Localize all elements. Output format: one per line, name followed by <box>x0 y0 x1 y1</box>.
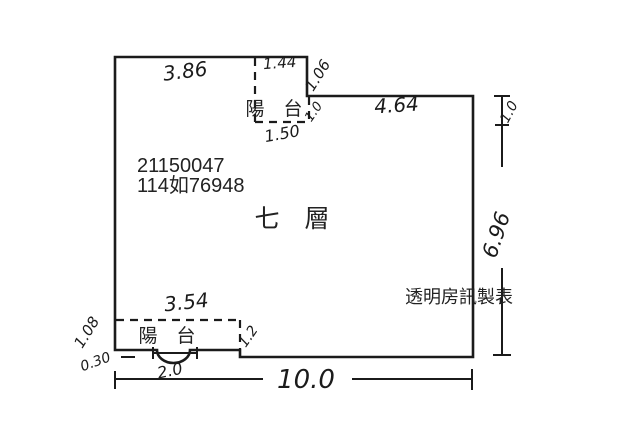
dim-label-top-balcony-depth: 1.0 <box>302 99 326 125</box>
balcony-bottom-dashed-edge <box>116 318 242 349</box>
publisher-credit: 透明房訊製表 <box>405 287 513 307</box>
dim-label-top-balcony-bottom: 1.50 <box>263 121 301 146</box>
floor-label: 七 層 <box>254 205 329 233</box>
dim-label-bottom-left-offset: 0.30 <box>78 349 113 375</box>
document-number: 114如76948 <box>137 174 245 197</box>
dim-label-total-width: 10.0 <box>277 365 335 395</box>
balcony-top-dashed-edge <box>253 58 311 124</box>
balcony-top-label: 陽 台 <box>245 98 302 120</box>
balcony-bottom-label: 陽 台 <box>138 325 195 347</box>
dim-label-bottom-balcony-width: 3.54 <box>163 288 210 317</box>
dim-label-bottom-balcony-left-depth: 1.08 <box>70 313 103 351</box>
dim-label-right-upper-height: 1.0 <box>497 98 522 125</box>
registry-number: 21150047 <box>137 155 225 177</box>
dimension-line-bottom <box>114 369 473 390</box>
dim-label-right-main-height: 6.96 <box>478 209 515 261</box>
dim-label-bottom-arc-width: 2.0 <box>155 359 184 383</box>
dim-label-top-left-width: 3.86 <box>162 56 209 85</box>
dim-label-top-balcony-width: 1.44 <box>262 53 297 73</box>
dim-label-top-right-width: 4.64 <box>373 91 419 118</box>
dimension-line-right <box>493 95 511 356</box>
dimension-line-arc <box>121 347 198 359</box>
